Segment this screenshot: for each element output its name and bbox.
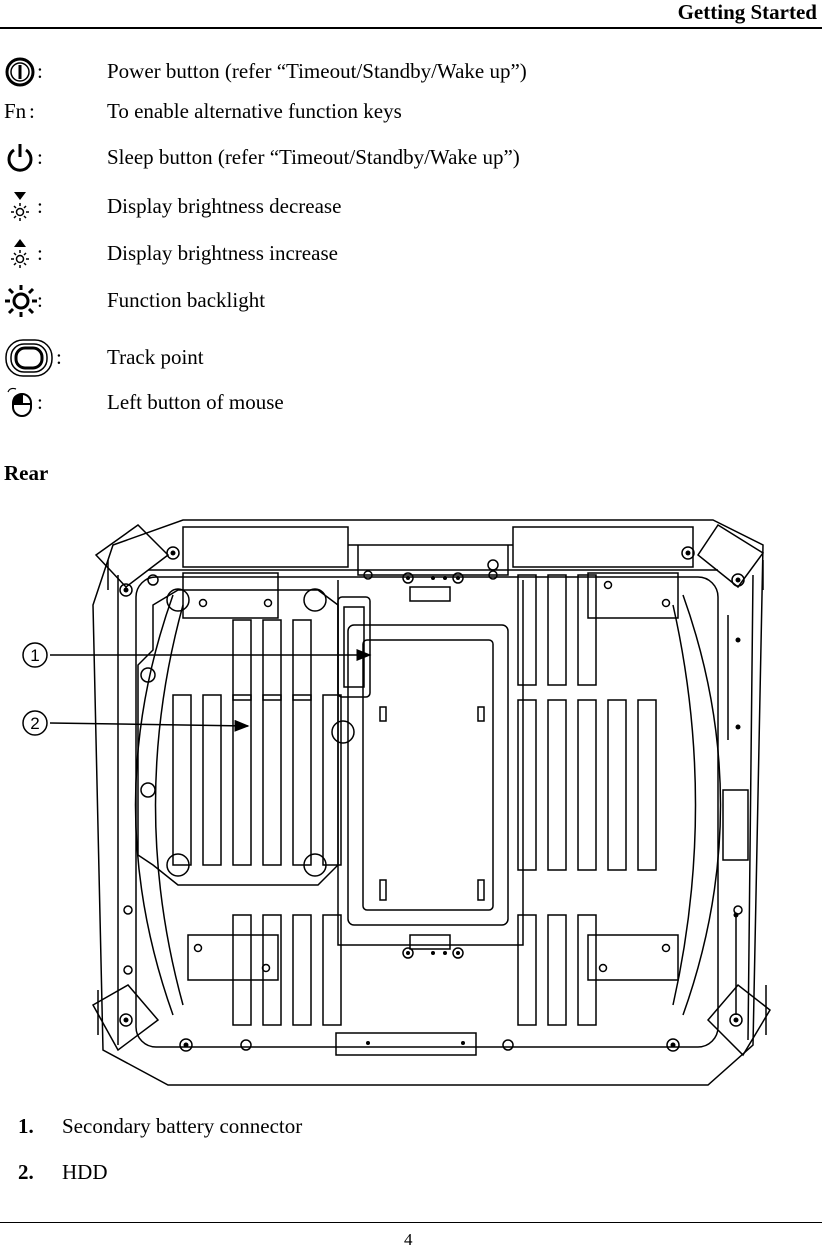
svg-text:1: 1	[30, 646, 39, 665]
key-row-power: : Power button (refer “Timeout/Standby/W…	[0, 55, 800, 89]
key-desc: Display brightness increase	[107, 241, 338, 265]
section-title-rear: Rear	[4, 461, 49, 485]
key-row-sleep: : Sleep button (refer “Timeout/Standby/W…	[0, 141, 800, 175]
list-number: 1.	[18, 1114, 34, 1138]
key-desc: Function backlight	[107, 288, 266, 312]
key-row-fn: Fn : To enable alternative function keys	[4, 99, 402, 123]
key-desc: Sleep button (refer “Timeout/Standby/Wak…	[107, 145, 520, 169]
mouse-left-button-icon	[4, 386, 38, 420]
sleep-button-icon	[4, 141, 36, 175]
power-button-icon	[4, 55, 36, 89]
list-text: HDD	[62, 1160, 108, 1184]
svg-text:2: 2	[30, 714, 39, 733]
brightness-increase-icon	[8, 237, 32, 271]
key-desc: Display brightness decrease	[107, 194, 342, 218]
header-rule	[0, 27, 822, 29]
footer-rule	[0, 1222, 822, 1223]
key-desc: Track point	[107, 345, 204, 369]
track-point-icon	[4, 338, 54, 378]
page-header-title: Getting Started	[677, 0, 817, 24]
key-desc: Left button of mouse	[107, 390, 284, 414]
key-row-brightness-increase: : Display brightness increase	[0, 237, 800, 271]
key-desc: Power button (refer “Timeout/Standby/Wak…	[107, 59, 527, 83]
key-row-mouse-left: : Left button of mouse	[0, 386, 800, 420]
list-text: Secondary battery connector	[62, 1114, 303, 1138]
rear-view-diagram: 1 2	[22, 519, 771, 1086]
key-desc: To enable alternative function keys	[107, 99, 402, 123]
list-number: 2.	[18, 1160, 34, 1184]
key-row-function-backlight: : Function backlight	[0, 284, 800, 318]
key-row-track-point: : Track point	[0, 338, 800, 378]
function-backlight-icon	[4, 284, 38, 318]
brightness-decrease-icon	[8, 190, 32, 224]
callout-1: 1	[22, 642, 48, 668]
callout-2: 2	[22, 710, 48, 736]
key-label-fn: Fn	[4, 99, 27, 123]
key-row-brightness-decrease: : Display brightness decrease	[0, 190, 800, 224]
page-number: 4	[404, 1230, 413, 1249]
